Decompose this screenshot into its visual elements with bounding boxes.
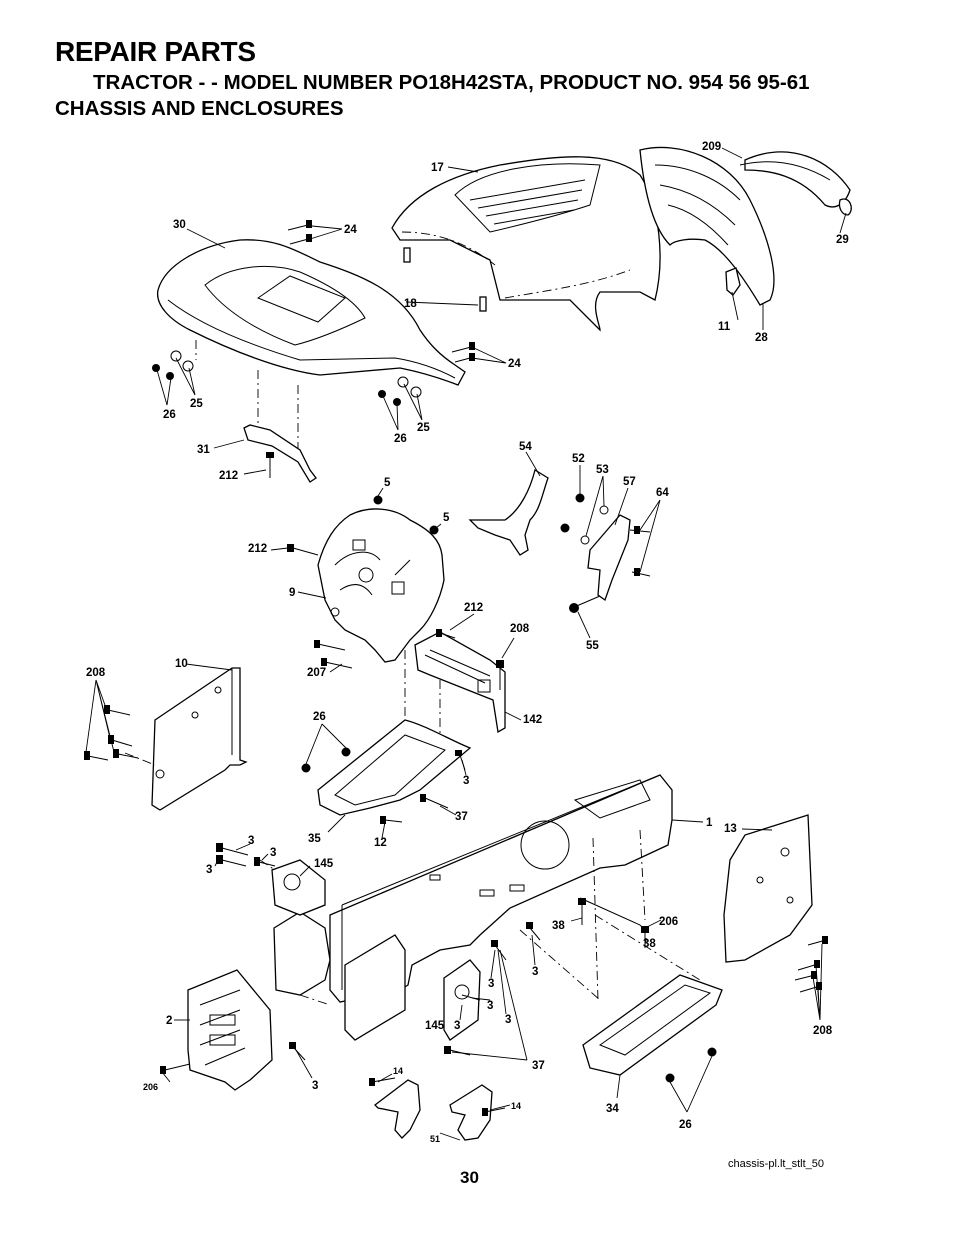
bracket-55-part bbox=[587, 514, 631, 602]
callout-207: 207 bbox=[307, 667, 326, 679]
callout-206: 206 bbox=[143, 1082, 158, 1092]
callout-24b: 24 bbox=[508, 358, 521, 370]
callout-3h: 3 bbox=[505, 1014, 511, 1026]
callout-9: 9 bbox=[289, 587, 295, 599]
callout-209b: 212 bbox=[248, 543, 267, 555]
fender-part bbox=[157, 239, 466, 386]
dash-cover-part bbox=[414, 631, 506, 734]
callout-13: 13 bbox=[724, 823, 737, 835]
fender-bracket-part bbox=[243, 424, 317, 483]
callout-12: 11 bbox=[718, 321, 731, 333]
dash-panel-part bbox=[317, 508, 445, 663]
callout-1: 1 bbox=[706, 817, 713, 829]
side-panel-left-part bbox=[151, 667, 248, 811]
fasteners bbox=[84, 220, 828, 1116]
callout-11: 10 bbox=[175, 658, 188, 670]
page-title: REPAIR PARTS bbox=[55, 36, 256, 67]
callout-25: 25 bbox=[190, 398, 203, 410]
callout-labels: 17 18 30 24 24 25 26 25 26 31 212 209 29… bbox=[86, 141, 849, 1144]
leader-lines bbox=[85, 147, 847, 1141]
footrest-right-part bbox=[582, 974, 723, 1076]
callout-209: 212 bbox=[219, 470, 238, 482]
callout-57: 64 bbox=[656, 487, 669, 499]
side-panel-right-part bbox=[723, 814, 813, 963]
callout-34: 34 bbox=[606, 1103, 619, 1115]
callout-5b: 5 bbox=[443, 512, 450, 524]
callout-37b: 38 bbox=[643, 938, 656, 950]
callout-64: 142 bbox=[523, 714, 542, 726]
callout-14b: 14 bbox=[511, 1101, 521, 1111]
callout-25b: 25 bbox=[417, 422, 430, 434]
callout-14: 14 bbox=[393, 1066, 403, 1076]
callout-3c: 3 bbox=[270, 847, 276, 859]
callout-208b: 208 bbox=[86, 667, 106, 679]
callout-26b: 26 bbox=[394, 433, 407, 445]
page-number: 30 bbox=[460, 1168, 479, 1187]
callout-37: 38 bbox=[552, 920, 565, 932]
callout-209c: 212 bbox=[464, 602, 483, 614]
callout-142b: 145 bbox=[425, 1020, 445, 1032]
callout-26c: 26 bbox=[313, 711, 326, 723]
callout-3f: 3 bbox=[488, 978, 494, 990]
callout-3a: 3 bbox=[463, 775, 469, 787]
callout-26: 26 bbox=[163, 409, 176, 421]
callout-29: 29 bbox=[836, 234, 849, 246]
callout-3i: 3 bbox=[454, 1020, 460, 1032]
callout-38: 51 bbox=[430, 1134, 440, 1144]
lower-bracket-part bbox=[374, 1079, 421, 1139]
callout-52: 53 bbox=[596, 464, 609, 476]
bracket-53-part bbox=[468, 468, 549, 556]
rod-part bbox=[579, 897, 646, 931]
callout-3e: 3 bbox=[532, 966, 538, 978]
callout-35: 37 bbox=[455, 811, 468, 823]
callout-33: 35 bbox=[308, 833, 321, 845]
clip-part bbox=[403, 247, 411, 263]
callout-26d: 26 bbox=[679, 1119, 692, 1131]
callout-31: 31 bbox=[197, 444, 210, 456]
callout-208c: 208 bbox=[813, 1025, 833, 1037]
callout-3d: 3 bbox=[206, 864, 212, 876]
callout-208: 208 bbox=[510, 623, 530, 635]
callout-17: 17 bbox=[431, 162, 444, 174]
callout-145: 206 bbox=[659, 916, 678, 928]
bracket-part bbox=[725, 267, 741, 296]
lower-bracket-part bbox=[449, 1084, 493, 1141]
callout-18: 18 bbox=[404, 298, 417, 310]
callout-54: 55 bbox=[586, 640, 599, 652]
callout-30: 30 bbox=[173, 219, 186, 231]
callout-3g: 3 bbox=[487, 1000, 493, 1012]
drawing-reference: chassis-pl.lt_stlt_50 bbox=[728, 1158, 824, 1170]
footrest-left-part bbox=[317, 719, 472, 816]
hood-part bbox=[391, 156, 661, 332]
callout-55: 57 bbox=[623, 476, 636, 488]
callout-5: 5 bbox=[384, 477, 391, 489]
callout-24: 24 bbox=[344, 224, 357, 236]
callout-212: 209 bbox=[702, 141, 721, 153]
callout-10: 12 bbox=[374, 837, 387, 849]
callout-51: 52 bbox=[572, 453, 585, 465]
mount-plate-part bbox=[271, 859, 481, 1041]
callout-28: 28 bbox=[755, 332, 768, 344]
callout-53: 54 bbox=[519, 441, 532, 453]
section-title: CHASSIS AND ENCLOSURES bbox=[55, 97, 344, 120]
callout-35b: 37 bbox=[532, 1060, 545, 1072]
grille-part bbox=[639, 146, 852, 306]
model-line: TRACTOR - - MODEL NUMBER PO18H42STA, PRO… bbox=[93, 71, 810, 94]
clip-part bbox=[479, 296, 487, 312]
callout-142: 145 bbox=[314, 858, 334, 870]
front-plate-part bbox=[187, 969, 273, 1091]
callout-2: 2 bbox=[166, 1015, 172, 1027]
callout-3b: 3 bbox=[248, 835, 254, 847]
callout-3j: 3 bbox=[312, 1080, 318, 1092]
